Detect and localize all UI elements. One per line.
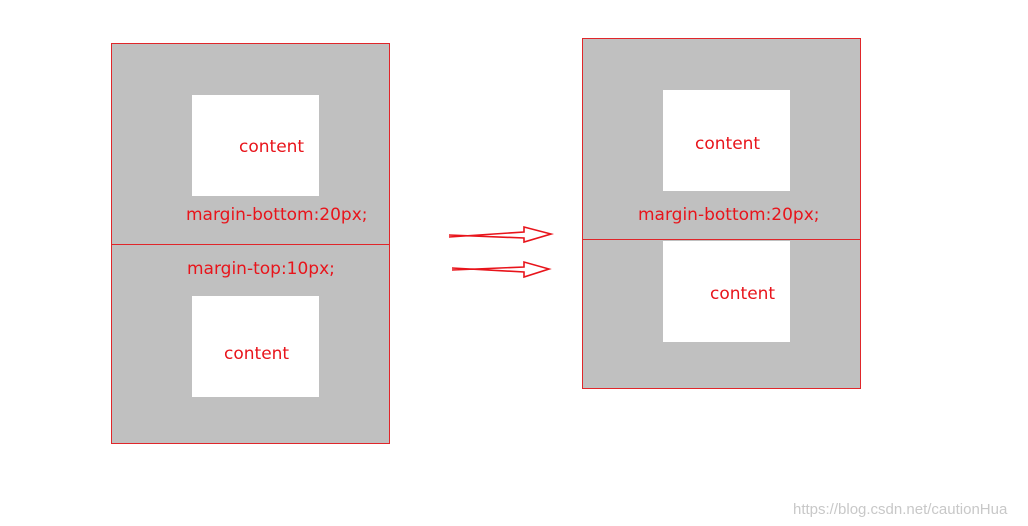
right-bottom-content [663, 241, 790, 342]
left-bottom-content [192, 296, 319, 397]
arrow-bottom-icon [451, 260, 552, 279]
left-top-content [192, 95, 319, 196]
right-top-content-label: content [695, 134, 761, 154]
arrow-top-icon [448, 225, 554, 244]
left-bottom-content-label: content [224, 344, 290, 364]
left-bottom-margin-label: margin-top:10px; [187, 259, 335, 279]
left-top-margin-label: margin-bottom:20px; [186, 205, 368, 225]
right-top-margin-label: margin-bottom:20px; [638, 205, 820, 225]
watermark-text: https://blog.csdn.net/cautionHua [793, 501, 1008, 518]
left-top-content-label: content [239, 137, 305, 157]
right-bottom-content-label: content [710, 284, 776, 304]
right-top-content [663, 90, 790, 191]
